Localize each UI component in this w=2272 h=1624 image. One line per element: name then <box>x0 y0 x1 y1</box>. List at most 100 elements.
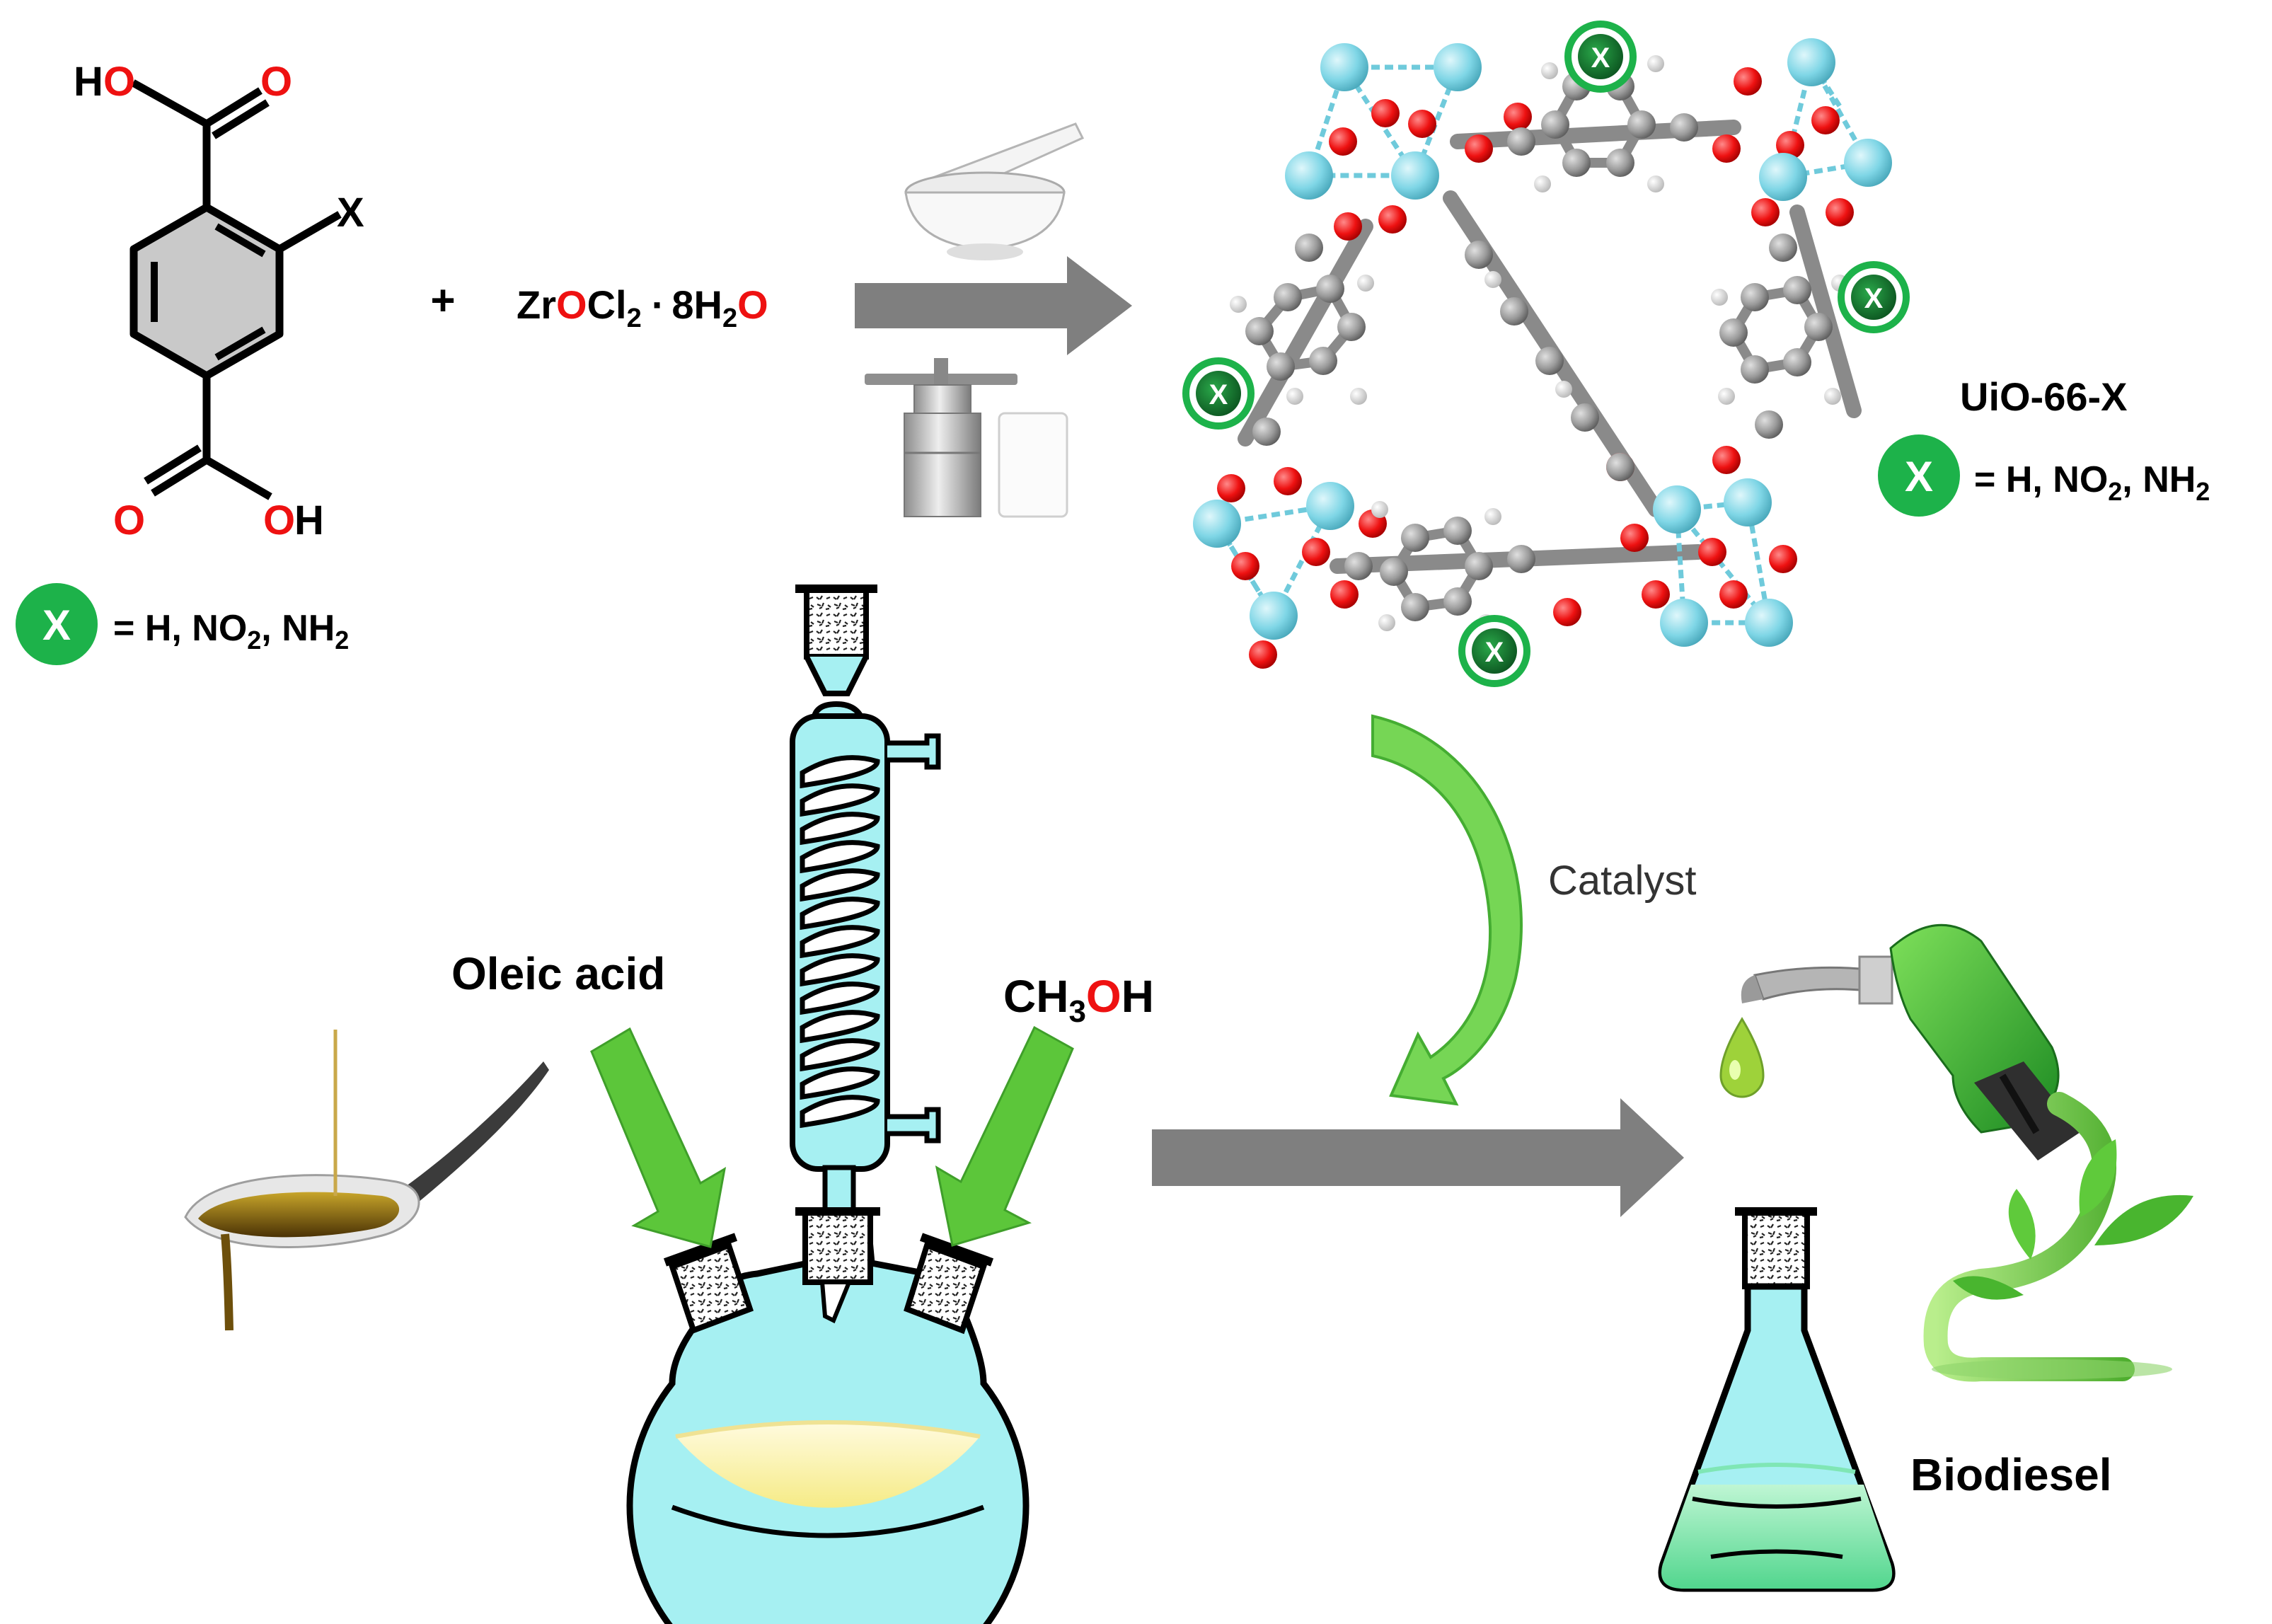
svg-text:X: X <box>1209 379 1228 410</box>
coil-turn <box>800 925 880 959</box>
zirconium-atom <box>1285 151 1333 200</box>
svg-text:X: X <box>1591 42 1610 74</box>
carbon-atom <box>1252 417 1281 446</box>
legend-left-badge-text: X <box>42 601 71 649</box>
zirconium-atom <box>1653 485 1701 534</box>
flask-center-neck <box>795 1207 880 1324</box>
mof-x-badge-top: X <box>1564 21 1637 93</box>
oxygen-atom <box>1751 198 1780 226</box>
hydrogen-atom <box>1555 381 1572 398</box>
zr-salt-formula: ZrOCl2·8H2O <box>517 282 768 333</box>
carbon-atom <box>1507 545 1535 573</box>
methanol-arrow <box>935 1025 1074 1247</box>
carbon-atoms <box>1245 72 1833 621</box>
carbon-atom <box>1507 127 1535 156</box>
coil-turn <box>800 1066 880 1100</box>
hydrogen-atom <box>1711 289 1728 306</box>
plus-sign: + <box>430 277 455 324</box>
coil-turn <box>800 897 880 931</box>
coil-turn <box>800 953 880 987</box>
oleic-acid-label: Oleic acid <box>451 948 665 999</box>
uio66-framework-structure: X X X X <box>1182 21 1910 687</box>
oxygen-atom <box>1302 538 1330 566</box>
carbon-atom <box>1741 283 1769 311</box>
carbon-atom <box>1804 313 1833 341</box>
carbon-atom <box>1380 558 1408 586</box>
hydrogen-atom <box>1647 175 1664 192</box>
catalyst-label: Catalyst <box>1548 858 1697 904</box>
flask-left-neck <box>663 1233 754 1335</box>
carbon-atom <box>1401 524 1429 552</box>
legend-right-text: = H, NO2, NH2 <box>1974 459 2210 506</box>
oxygen-atom <box>1274 467 1302 495</box>
carbon-atom <box>1769 234 1797 262</box>
mof-name-label: UiO-66-X <box>1960 374 2128 419</box>
carbon-atom <box>1344 552 1373 580</box>
hydrogen-atom <box>1230 296 1247 313</box>
oxygen-atom <box>1776 131 1804 159</box>
oxygen-atom <box>1371 99 1400 127</box>
synthesis-arrow <box>855 256 1132 355</box>
linker-atom-h-top: H <box>74 59 103 105</box>
oil-spoon-icon <box>184 1030 549 1331</box>
zirconium-atom <box>1391 151 1439 200</box>
legend-right-badge-text: X <box>1905 453 1933 500</box>
reflux-apparatus <box>626 584 1030 1624</box>
carbon-atom <box>1500 297 1528 326</box>
hydrogen-atom <box>1541 62 1558 79</box>
mof-x-badge-right: X <box>1838 261 1910 333</box>
hydrogen-atom <box>1484 271 1501 288</box>
oxygen-atom <box>1642 580 1670 609</box>
hydrogen-atom <box>1286 388 1303 405</box>
condenser-top-stopper <box>804 586 869 660</box>
carbon-atom <box>1606 453 1634 481</box>
zirconium-atom <box>1193 500 1241 548</box>
hydrogen-atom <box>1484 508 1501 525</box>
mof-x-badge-bottom: X <box>1458 615 1530 687</box>
biodiesel-label: Biodiesel <box>1910 1449 2112 1500</box>
hydrogen-atom <box>1647 55 1664 72</box>
zirconium-atom <box>1724 478 1772 526</box>
mortar-pestle-icon <box>904 122 1085 260</box>
oxygen-atom <box>1712 134 1741 163</box>
legend-left-text: = H, NO2, NH2 <box>113 608 349 655</box>
zirconium-atom <box>1660 599 1708 647</box>
carbon-atom <box>1401 593 1429 621</box>
hydrogen-atom <box>1378 614 1395 631</box>
oxygen-atom <box>1698 538 1726 566</box>
catalyst-arrow <box>1371 714 1523 1106</box>
carbon-atom <box>1443 587 1472 616</box>
hydrogen-atom <box>1824 388 1841 405</box>
carbon-atom <box>1741 355 1769 384</box>
hydrogen-atom <box>1357 275 1374 292</box>
carbon-atom <box>1535 347 1564 375</box>
linker-atom-o-carbonyl-bottom: O <box>113 497 145 543</box>
oxygen-atoms <box>1217 67 1854 669</box>
carbon-atom <box>1755 410 1783 439</box>
x-badge-icon <box>1878 434 1960 517</box>
oxygen-atom <box>1712 446 1741 474</box>
carbon-atom <box>1571 403 1599 432</box>
oxygen-atom <box>1231 552 1259 580</box>
zirconium-atoms <box>1193 38 1892 647</box>
oxygen-atom <box>1378 205 1407 234</box>
oleic-acid-arrow <box>590 1027 727 1248</box>
zirconium-atom <box>1250 592 1298 640</box>
carbon-atom <box>1719 318 1748 347</box>
linker-atom-o-hydroxyl-bottom: O <box>263 497 295 543</box>
hydrogen-atom <box>1371 501 1388 518</box>
mof-x-badge-left: X <box>1182 357 1255 430</box>
oxygen-atom <box>1330 580 1359 609</box>
oxygen-atom <box>1465 134 1493 163</box>
flask-solution <box>676 1420 980 1508</box>
zirconium-atom <box>1759 153 1807 201</box>
linker-structure: H O O X O O H <box>74 59 364 543</box>
oxygen-atom <box>1719 580 1748 609</box>
legend-right: X = H, NO2, NH2 <box>1878 434 2210 517</box>
svg-text:X: X <box>1485 637 1504 668</box>
oxygen-atom <box>1334 212 1362 241</box>
mof-x-badges: X X X X <box>1182 21 1910 687</box>
hydrogen-atom <box>1718 388 1735 405</box>
oxygen-atom <box>1329 127 1357 156</box>
carbon-atom <box>1606 149 1634 177</box>
